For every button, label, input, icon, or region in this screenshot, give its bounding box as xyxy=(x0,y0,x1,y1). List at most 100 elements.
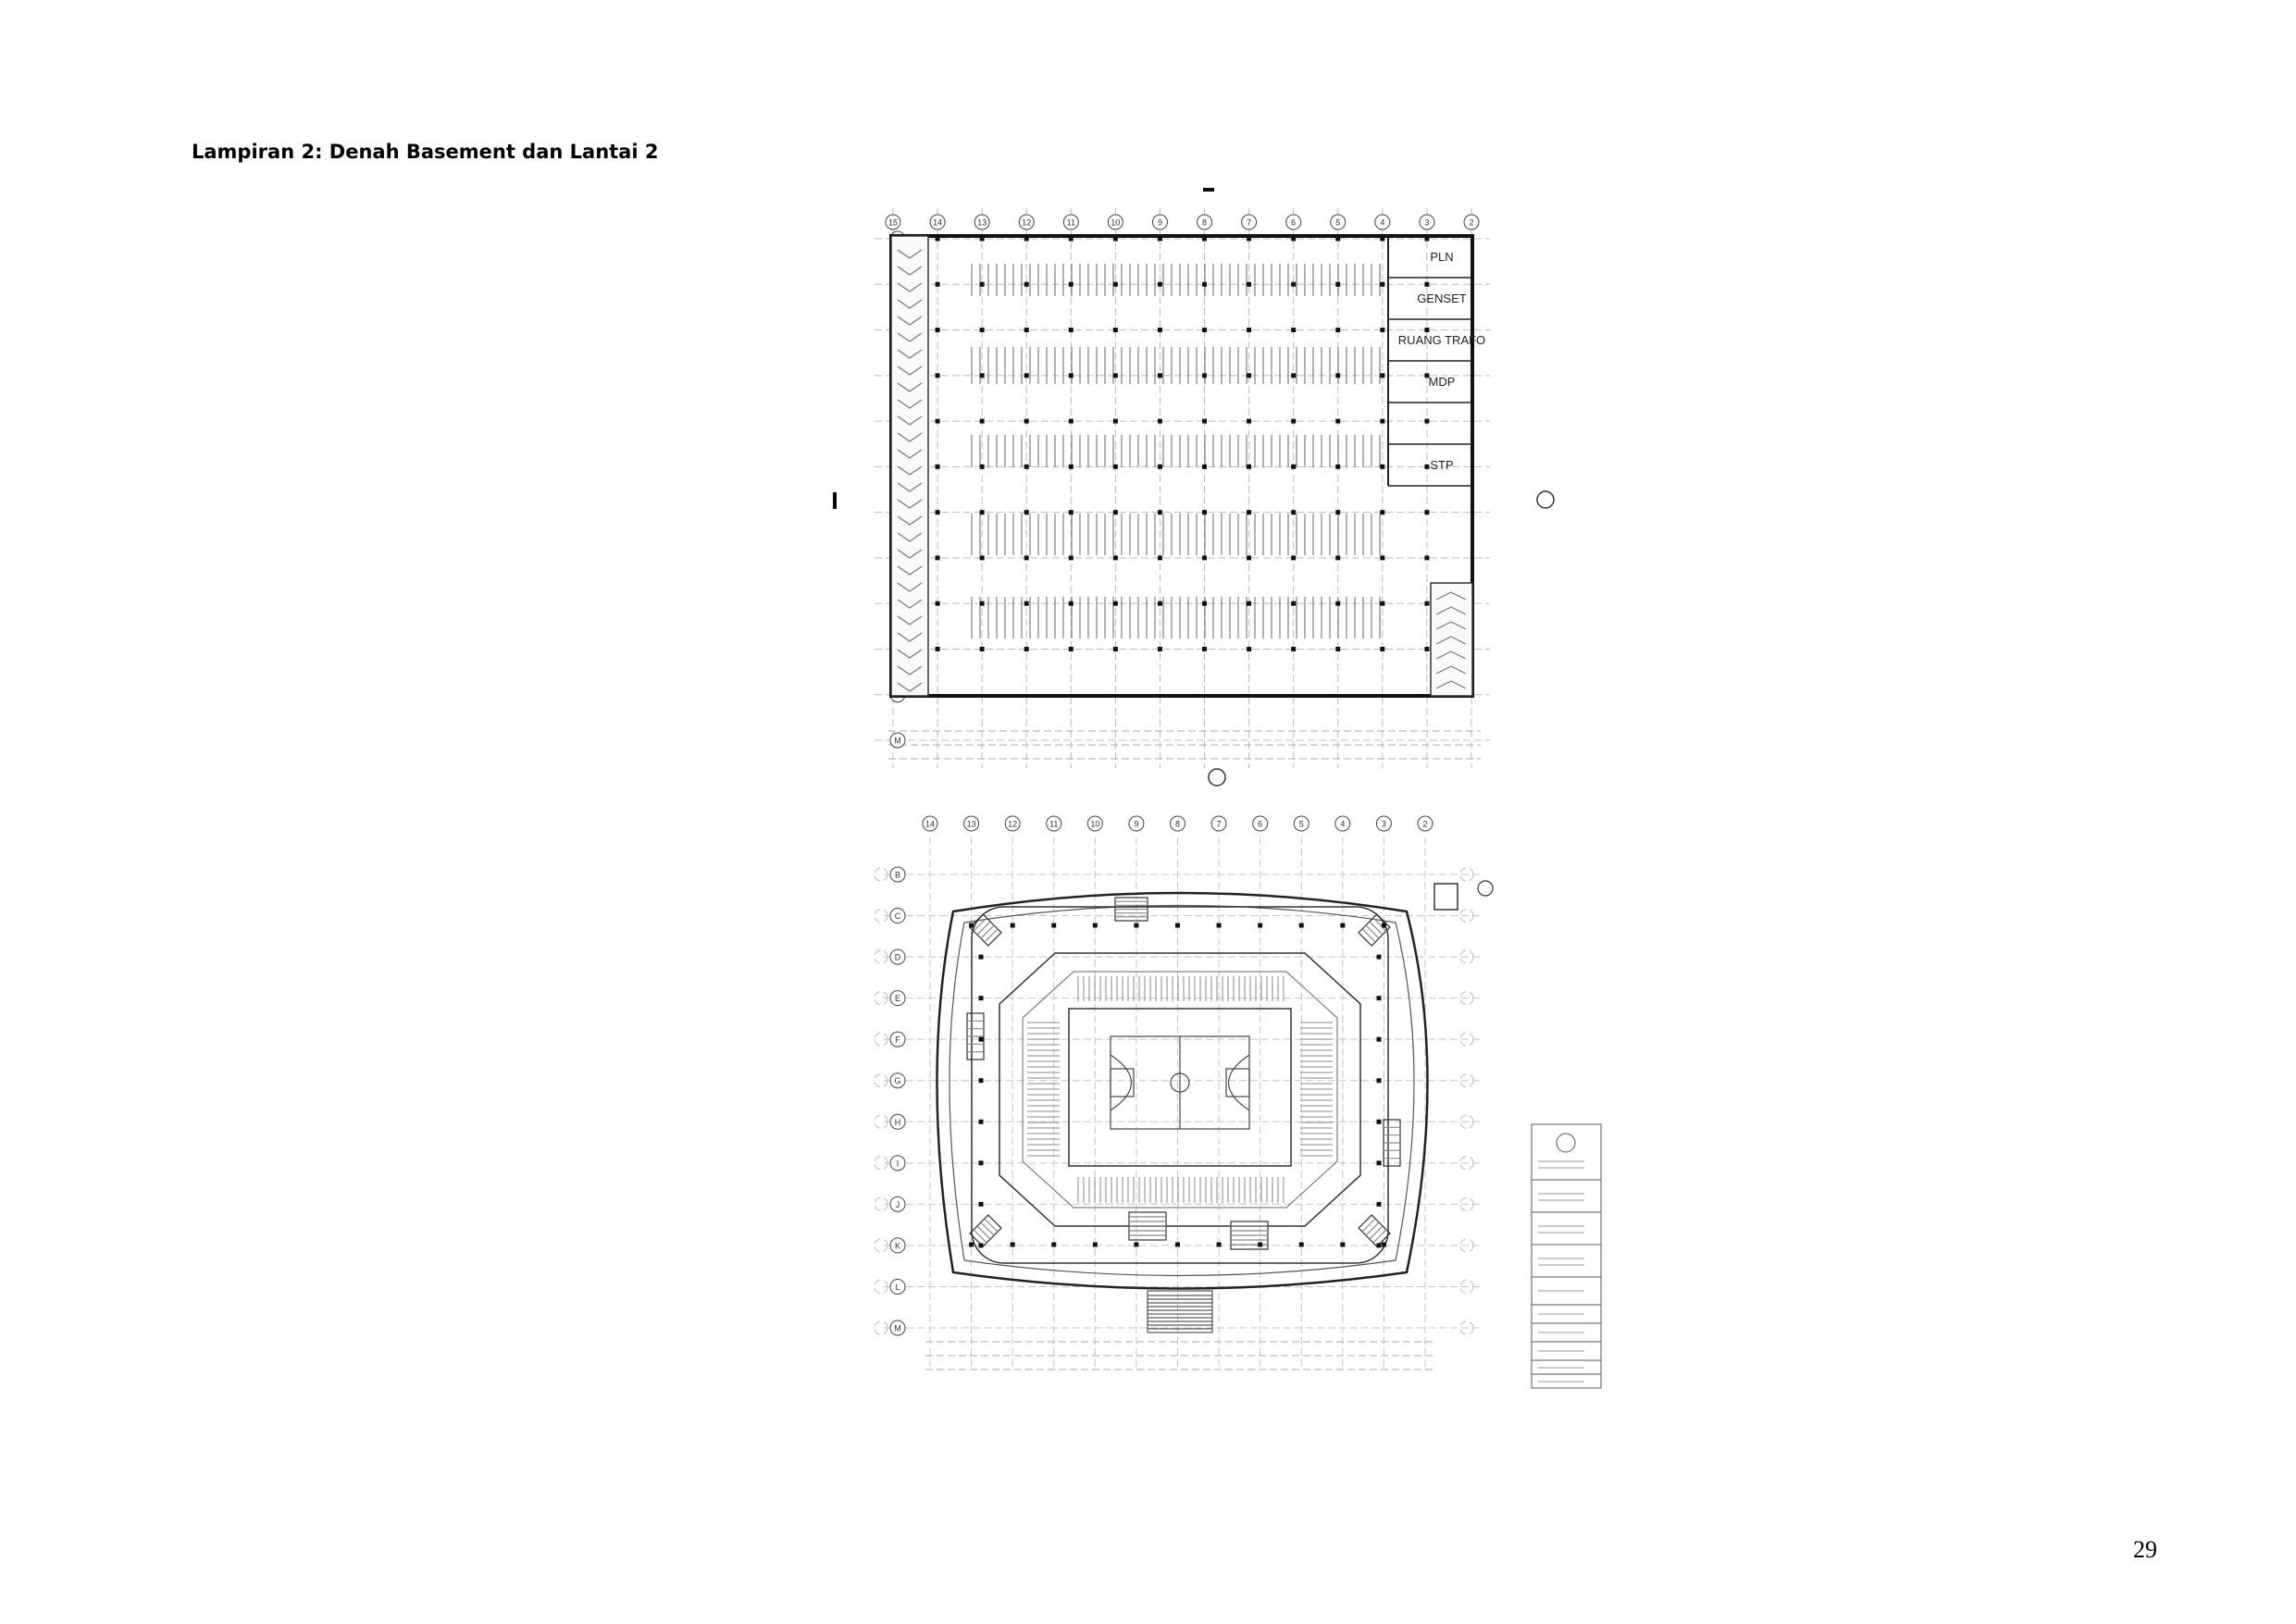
page-number: 29 xyxy=(2133,1536,2157,1563)
grid-bubble-row-J: J xyxy=(889,1196,906,1212)
grid-bubble-row-C: C xyxy=(889,908,906,924)
grid-bubble-col-11: 11 xyxy=(1062,214,1079,230)
grid-bubble-col-5: 5 xyxy=(1293,815,1309,832)
seating-tribune-inner xyxy=(1022,971,1338,1209)
grid-bubble-col-4: 4 xyxy=(1374,214,1391,230)
north-marker-icon xyxy=(1208,768,1226,787)
grid-bubble-col-3: 3 xyxy=(1419,214,1435,230)
entrance-stair xyxy=(1147,1290,1213,1333)
svg-text:8: 8 xyxy=(1175,820,1180,829)
room-label-ruang-trafo: RUANG TRAFO xyxy=(1398,333,1485,347)
ramp-left xyxy=(890,235,929,697)
grid-bubble-row-F: F xyxy=(889,1031,906,1048)
institution-logo xyxy=(1556,1133,1576,1153)
grid-bubble-col-11: 11 xyxy=(1046,815,1062,832)
grid-bubble-col-2: 2 xyxy=(1417,815,1433,832)
service-rooms: PLN GENSET RUANG TRAFO MDP STP xyxy=(1387,236,1485,487)
svg-text:9: 9 xyxy=(1134,820,1138,829)
svg-text:J: J xyxy=(896,1200,900,1209)
grid-bubble-col-3: 3 xyxy=(1375,815,1392,832)
svg-text:4: 4 xyxy=(1380,218,1384,228)
svg-text:14: 14 xyxy=(925,820,935,829)
room-label-mdp: MDP xyxy=(1429,375,1456,389)
grid-bubble-col-15: 15 xyxy=(885,214,901,230)
title-block xyxy=(1531,1123,1602,1389)
svg-text:I: I xyxy=(897,1159,900,1168)
grid-bubble-row-E: E xyxy=(889,990,906,1007)
grid-bubble-col-9: 9 xyxy=(1151,214,1168,230)
svg-text:E: E xyxy=(895,994,900,1003)
grid-bubble-row-K: K xyxy=(889,1237,906,1254)
grid-bubble-col-7: 7 xyxy=(1210,815,1227,832)
svg-text:2: 2 xyxy=(1422,820,1427,829)
grid-bubble-col-12: 12 xyxy=(1004,815,1021,832)
grid-bubble-col-14: 14 xyxy=(922,815,938,832)
room-label-genset: GENSET xyxy=(1417,291,1467,305)
grid-bubble-col-2: 2 xyxy=(1463,214,1480,230)
roof-edge xyxy=(936,891,1429,1290)
level-marker-icon xyxy=(1536,490,1555,509)
svg-text:D: D xyxy=(895,953,901,962)
ramp-right xyxy=(1430,582,1473,697)
grid-bubble-col-13: 13 xyxy=(974,214,990,230)
svg-text:12: 12 xyxy=(1008,820,1017,829)
svg-text:M: M xyxy=(894,1324,901,1333)
svg-text:3: 3 xyxy=(1424,218,1429,228)
grid-bubble-row-I: I xyxy=(889,1155,906,1172)
north-arrow-icon xyxy=(1477,880,1494,897)
grid-bubble-row-M: M xyxy=(889,732,906,749)
grid-bubble-row-L: L xyxy=(889,1278,906,1295)
grid-bubble-col-7: 7 xyxy=(1241,214,1258,230)
grid-bubble-col-6: 6 xyxy=(1252,815,1269,832)
grid-bubble-col-8: 8 xyxy=(1197,214,1213,230)
page-heading: Lampiran 2: Denah Basement dan Lantai 2 xyxy=(192,141,659,163)
svg-text:12: 12 xyxy=(1022,218,1031,228)
svg-text:4: 4 xyxy=(1340,820,1345,829)
concourse xyxy=(971,906,1389,1264)
svg-text:7: 7 xyxy=(1247,218,1251,228)
svg-text:G: G xyxy=(894,1076,900,1085)
grid-bubble-row-G: G xyxy=(889,1072,906,1089)
arena-floor xyxy=(1068,1008,1292,1167)
svg-text:K: K xyxy=(895,1241,900,1250)
svg-text:10: 10 xyxy=(1111,218,1120,228)
grid-bubble-col-9: 9 xyxy=(1128,815,1145,832)
grid-bubble-col-13: 13 xyxy=(963,815,980,832)
basement-outline xyxy=(889,234,1474,698)
grid-bubble-row-H: H xyxy=(889,1113,906,1130)
grid-bubble-row-M: M xyxy=(889,1320,906,1336)
svg-text:5: 5 xyxy=(1299,820,1304,829)
grid-bubble-col-10: 10 xyxy=(1086,815,1103,832)
grid-bubble-col-6: 6 xyxy=(1285,214,1302,230)
grid-bubble-row-D: D xyxy=(889,948,906,965)
room-label-stp: STP xyxy=(1430,458,1453,472)
svg-text:5: 5 xyxy=(1335,218,1340,228)
svg-text:7: 7 xyxy=(1217,820,1222,829)
roof-inner-edge xyxy=(949,904,1415,1277)
svg-text:B: B xyxy=(895,871,900,880)
grid-bubble-col-12: 12 xyxy=(1018,214,1035,230)
svg-text:11: 11 xyxy=(1049,820,1058,829)
svg-text:13: 13 xyxy=(977,218,987,228)
grid-bubble-col-8: 8 xyxy=(1170,815,1185,832)
svg-text:11: 11 xyxy=(1067,218,1075,228)
grid-bubble-col-14: 14 xyxy=(929,214,946,230)
svg-text:13: 13 xyxy=(967,820,976,829)
level2-plan: 14 13 12 11 10 9 8 7 6 5 4 3 2 B C D E F G H I J K L M xyxy=(874,815,1494,1370)
svg-text:F: F xyxy=(895,1035,900,1045)
svg-text:10: 10 xyxy=(1090,820,1099,829)
svg-text:3: 3 xyxy=(1382,820,1386,829)
svg-text:C: C xyxy=(895,911,901,921)
utility-box xyxy=(1433,883,1458,911)
basketball-court xyxy=(1110,1035,1250,1130)
svg-text:6: 6 xyxy=(1258,820,1262,829)
seating-tribune xyxy=(999,952,1361,1227)
svg-text:L: L xyxy=(895,1283,900,1292)
grid-bubble-row-B: B xyxy=(889,866,906,883)
svg-text:15: 15 xyxy=(888,218,898,228)
grid-bubble-col-4: 4 xyxy=(1334,815,1351,832)
svg-text:H: H xyxy=(895,1118,901,1127)
room-label-pln: PLN xyxy=(1430,250,1453,264)
